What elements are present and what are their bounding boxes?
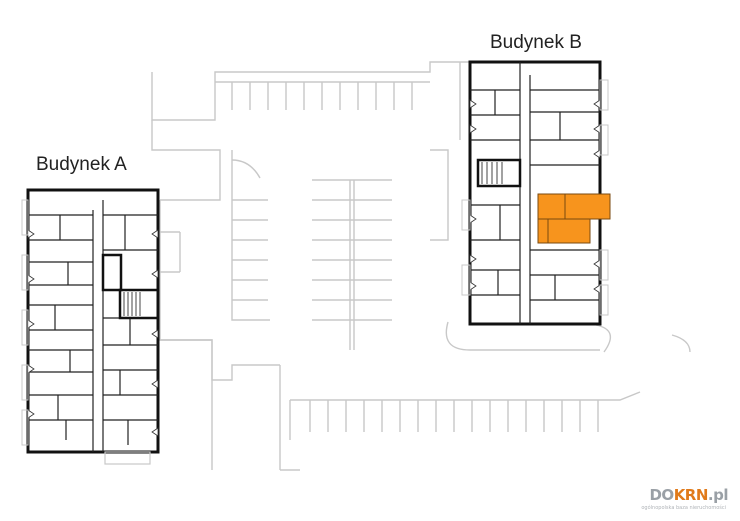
staircase-a	[118, 288, 160, 320]
watermark-accent: KRN	[673, 486, 709, 504]
building-a-label: Budynek A	[36, 154, 127, 175]
watermark-prefix: DO	[649, 486, 674, 504]
parking-layout	[140, 61, 691, 471]
staircase-b	[476, 158, 522, 188]
building-b-label: Budynek B	[490, 32, 582, 53]
building-b-floorplan	[461, 60, 611, 326]
watermark-logo: DOKRN.pl	[649, 486, 728, 504]
watermark-suffix: .pl	[707, 486, 729, 504]
building-a-floorplan	[21, 188, 160, 465]
highlighted-apartment[interactable]	[537, 193, 611, 244]
watermark-tagline: ogólnopolska baza nieruchomości	[641, 505, 726, 511]
